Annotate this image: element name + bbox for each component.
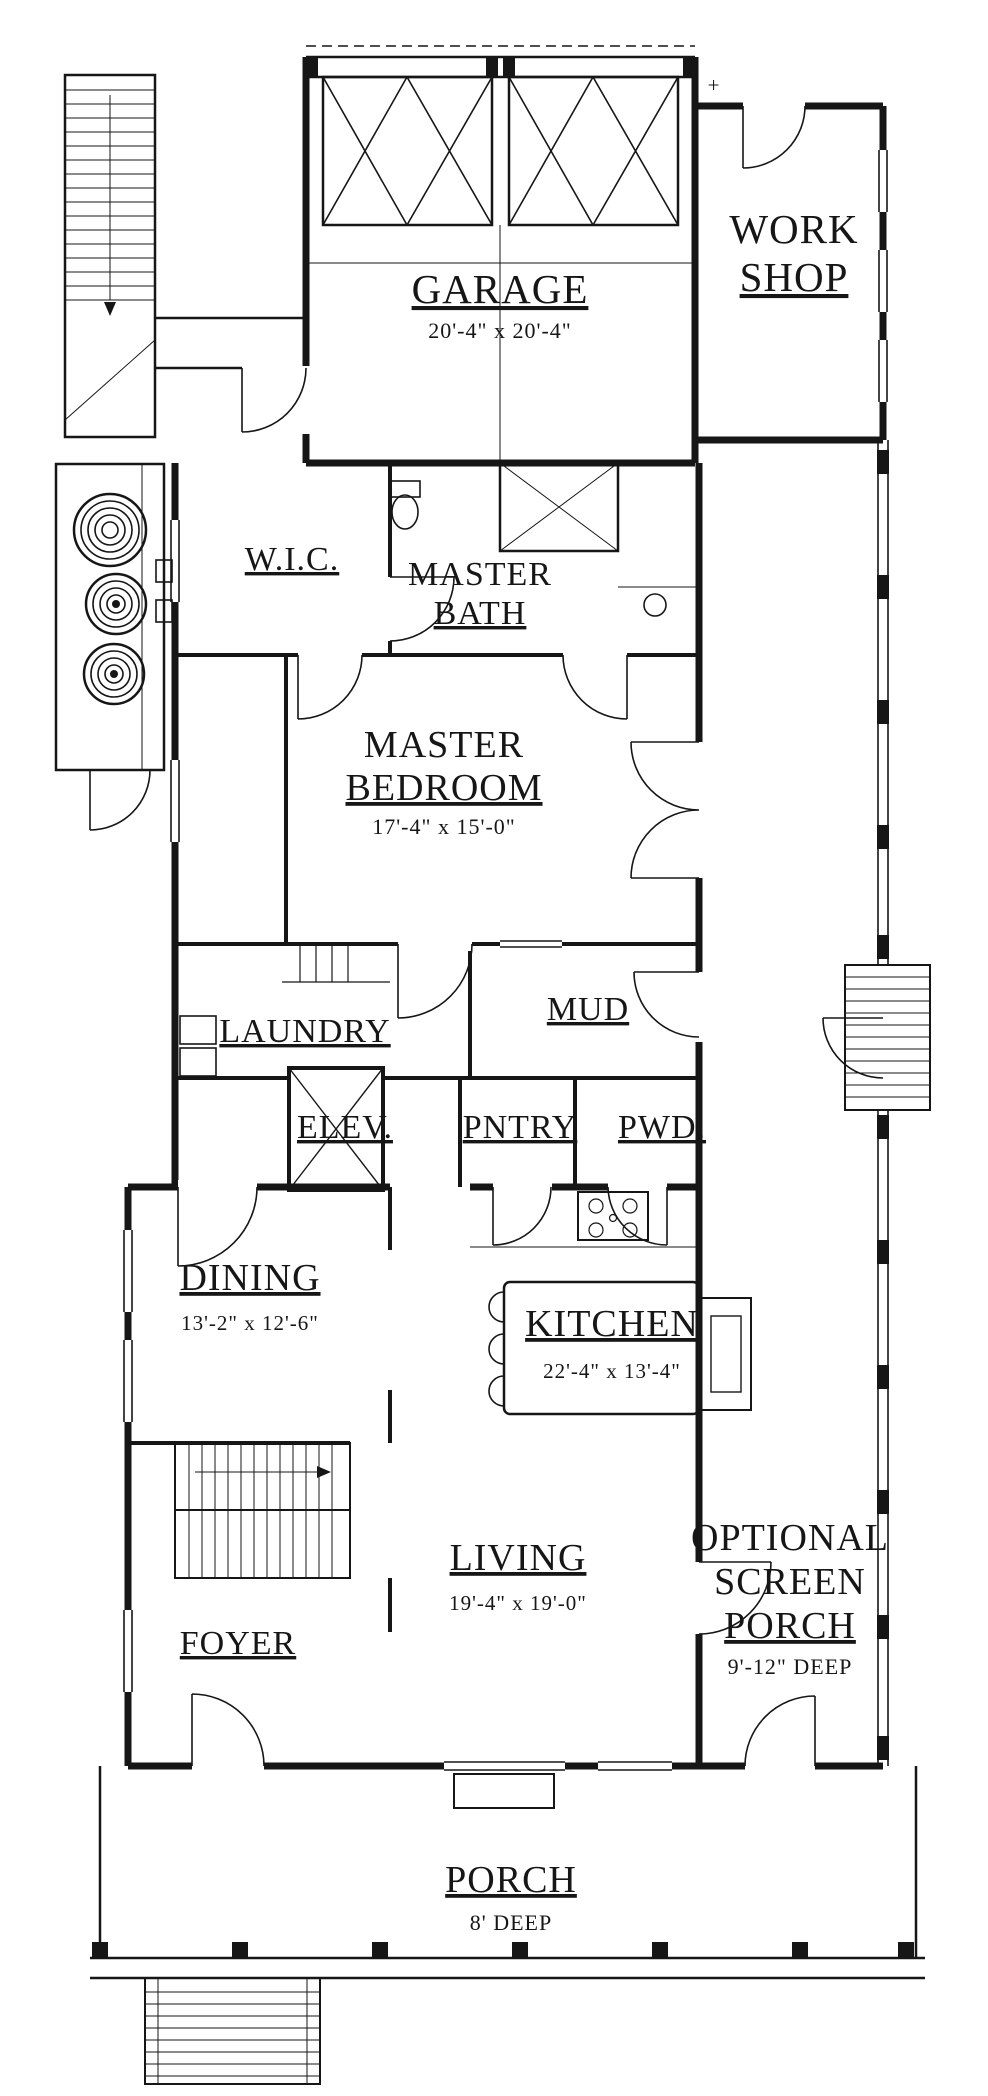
room-labels: GARAGE 20'-4" x 20'-4" WORK SHOP + W.I.C… [179, 73, 889, 1935]
porch-label: PORCH [445, 1859, 577, 1901]
solid-fills [92, 57, 914, 1958]
dining-dim: 13'-2" x 12'-6" [181, 1311, 319, 1335]
workshop-label-2: SHOP [740, 254, 849, 300]
interior-walls [128, 463, 699, 1632]
workshop-door [742, 105, 806, 169]
master-bedroom-label-2: BEDROOM [345, 767, 542, 809]
kitchen-island [502, 1280, 701, 1416]
front-door [191, 1693, 265, 1767]
garage-label: GARAGE [412, 266, 589, 312]
garage-dim: 20'-4" x 20'-4" [428, 318, 572, 343]
dining-door [177, 1186, 258, 1267]
bedroom-entry-door [397, 943, 473, 1019]
dining-label: DINING [179, 1257, 320, 1299]
mechanical-pad [54, 462, 173, 831]
living-label: LIVING [450, 1537, 587, 1579]
kitchen-details [470, 1191, 701, 1416]
porch-dim: 8' DEEP [470, 1910, 552, 1935]
right-exterior-stair [822, 964, 931, 1111]
mud-label: MUD [547, 991, 629, 1028]
master-bedroom-label-1: MASTER [364, 724, 524, 766]
stair-arrowhead-interior [317, 1466, 331, 1478]
island-stools [488, 1291, 505, 1407]
dryer [179, 1047, 217, 1077]
kitchen-label: KITCHEN [525, 1303, 699, 1345]
workshop-label-1: WORK [729, 206, 858, 252]
garage-doors [306, 75, 695, 463]
living-porch-door [698, 1561, 772, 1635]
stair-arrowhead-deck [104, 302, 116, 316]
screen-porch-label-2: SCREEN [714, 1561, 866, 1603]
deck-stair-upper-left [63, 73, 307, 439]
screen-porch-door [744, 1695, 816, 1767]
fan-unit-1 [72, 492, 148, 568]
windows [123, 150, 888, 1771]
screen-porch-label-3: PORCH [724, 1605, 856, 1647]
bath-fixtures [389, 461, 699, 617]
plus-marker: + [708, 73, 721, 97]
toilet [391, 494, 419, 530]
powder-door [607, 1186, 668, 1246]
bedroom-double-door [630, 741, 700, 879]
screen-porch-wall [90, 440, 925, 1980]
fan-unit-2 [84, 572, 148, 636]
interior-stairs [174, 1442, 351, 1579]
pantry-door [492, 1186, 552, 1246]
master-bath-label-2: BATH [434, 595, 527, 632]
screen-porch-dim: 9'-12" DEEP [728, 1654, 853, 1679]
range [577, 1191, 649, 1241]
porch-steps [144, 1977, 321, 2085]
sink [643, 593, 667, 617]
master-bath-label-1: MASTER [408, 556, 552, 593]
entry-step-pad [453, 1773, 555, 1809]
elev-label: ELEV. [297, 1109, 393, 1146]
living-dim: 19'-4" x 19'-0" [449, 1591, 587, 1615]
garage-top-band [306, 45, 695, 79]
screen-porch-label-1: OPTIONAL [691, 1517, 889, 1559]
bath-bedroom-door [562, 654, 628, 720]
wic-door [297, 654, 363, 720]
mud-door [633, 971, 700, 1038]
elevator-x [288, 1067, 384, 1191]
kitchen-dim: 22'-4" x 13'-4" [543, 1359, 681, 1383]
fireplace [700, 1297, 752, 1411]
porch-details [144, 1773, 555, 2085]
foyer-label: FOYER [180, 1625, 296, 1662]
pwd-label: PWD. [618, 1109, 706, 1146]
fan-unit-3 [82, 642, 146, 706]
pntry-label: PNTRY [463, 1109, 578, 1146]
bath-door [389, 576, 455, 642]
laundry-label: LAUNDRY [219, 1013, 390, 1050]
washer [179, 1015, 217, 1045]
door-swings [177, 105, 816, 1767]
wic-label: W.I.C. [245, 541, 339, 578]
laundry-details [179, 944, 390, 1191]
shower [498, 461, 620, 553]
master-bedroom-dim: 17'-4" x 15'-0" [372, 814, 516, 839]
